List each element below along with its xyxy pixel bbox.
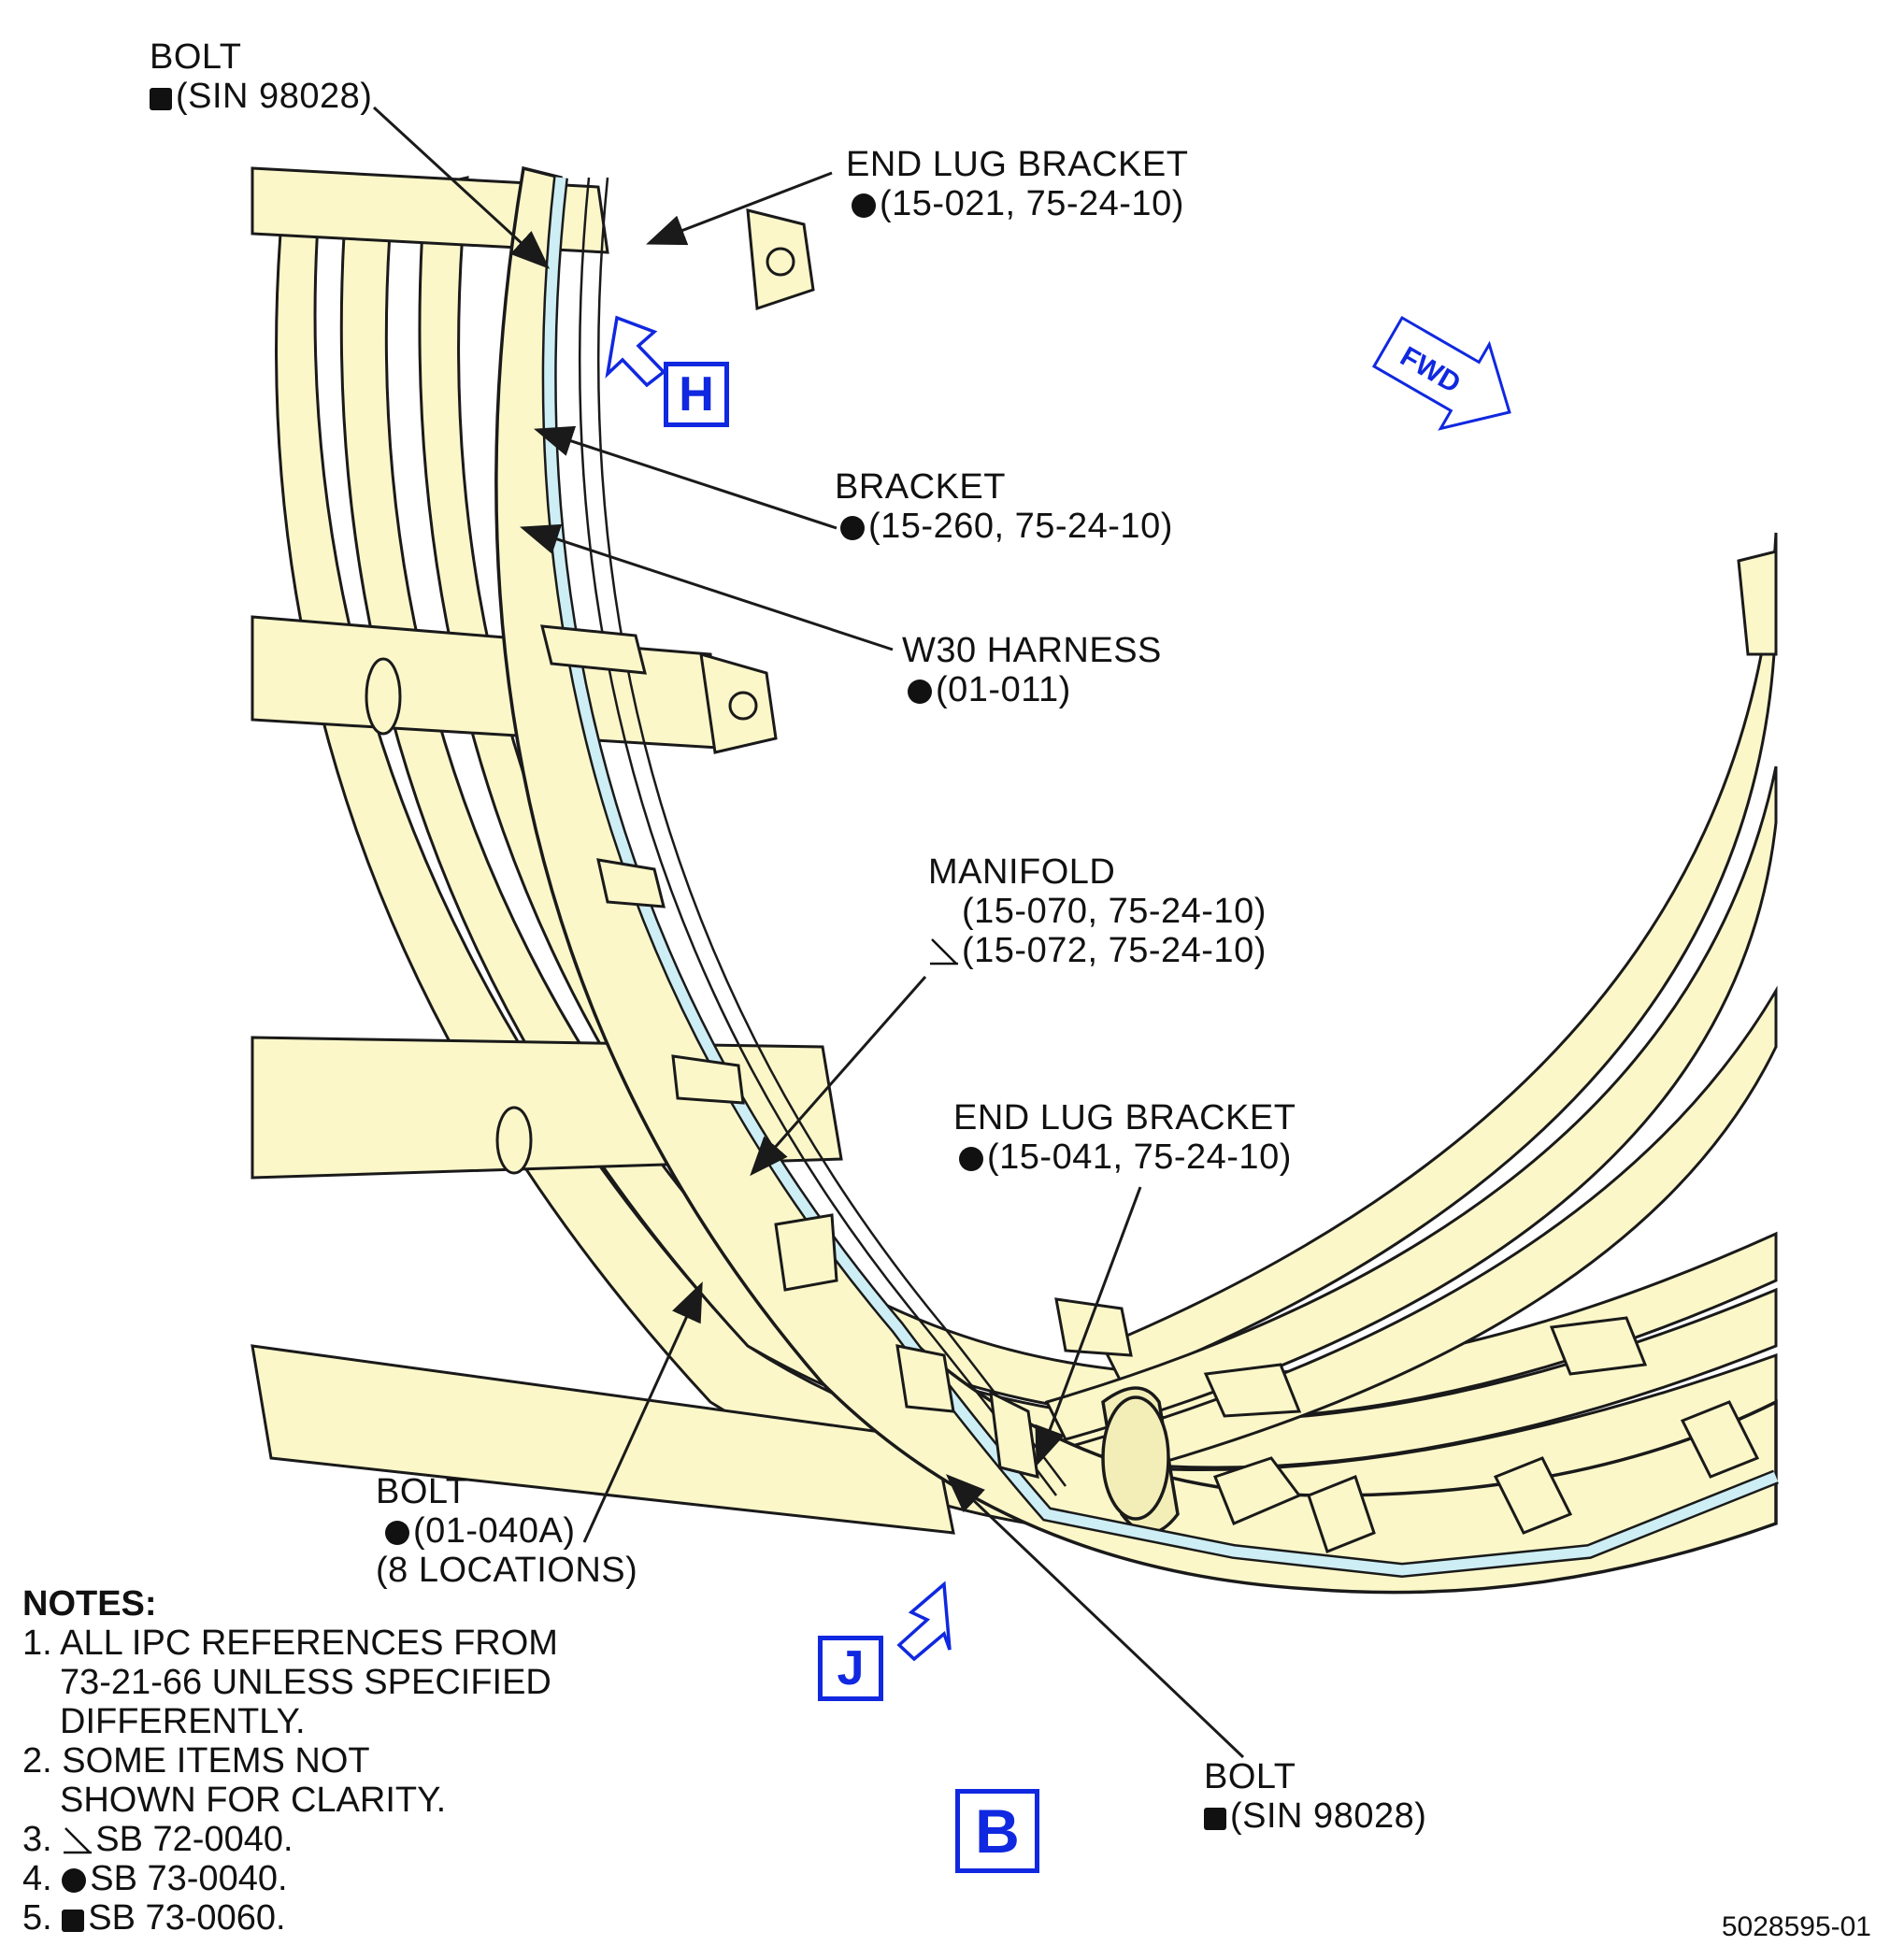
view-j-arrow xyxy=(896,1581,952,1662)
callout-end-lug-bracket-bottom: END LUG BRACKET (15-041, 75-24-10) xyxy=(953,1098,1296,1177)
callout-bracket: BRACKET (15-260, 75-24-10) xyxy=(835,467,1173,546)
dot-symbol-icon xyxy=(959,1147,983,1171)
dot-symbol-icon xyxy=(840,516,865,540)
view-label-h: H xyxy=(664,362,729,427)
triangle-flag-icon xyxy=(930,938,958,966)
view-arrows xyxy=(605,315,952,1662)
callout-bolt-top: BOLT (SIN 98028) xyxy=(150,37,373,116)
callout-bolt-bottom: BOLT (SIN 98028) xyxy=(1204,1757,1427,1836)
callout-end-lug-bracket-top: END LUG BRACKET (15-021, 75-24-10) xyxy=(846,145,1189,223)
square-symbol-icon xyxy=(150,88,172,110)
dot-symbol-icon xyxy=(908,680,932,704)
callout-w30-harness: W30 HARNESS (01-011) xyxy=(902,631,1162,709)
dot-symbol-icon xyxy=(62,1868,87,1893)
fwd-arrow: FWD xyxy=(1371,315,1511,431)
square-symbol-icon xyxy=(62,1910,85,1932)
leader-lines xyxy=(372,106,1245,1759)
notes-block: NOTES: 1. ALL IPC REFERENCES FROM 73-21-… xyxy=(22,1584,558,1938)
callout-manifold: MANIFOLD (15-070, 75-24-10) (15-072, 75-… xyxy=(928,852,1267,970)
dot-symbol-icon xyxy=(852,193,876,218)
view-label-j: J xyxy=(818,1636,883,1701)
view-label-b: B xyxy=(955,1789,1039,1873)
square-symbol-icon xyxy=(1204,1808,1226,1830)
notes-title: NOTES: xyxy=(22,1584,157,1624)
callout-bolt-mid: BOLT (01-040A) (8 LOCATIONS) xyxy=(376,1472,638,1590)
document-number: 5028595-01 xyxy=(1721,1911,1871,1942)
dot-symbol-icon xyxy=(385,1521,409,1545)
view-h-arrow xyxy=(605,315,666,388)
triangle-flag-icon xyxy=(64,1827,93,1854)
clamp-brackets xyxy=(540,208,1778,1553)
